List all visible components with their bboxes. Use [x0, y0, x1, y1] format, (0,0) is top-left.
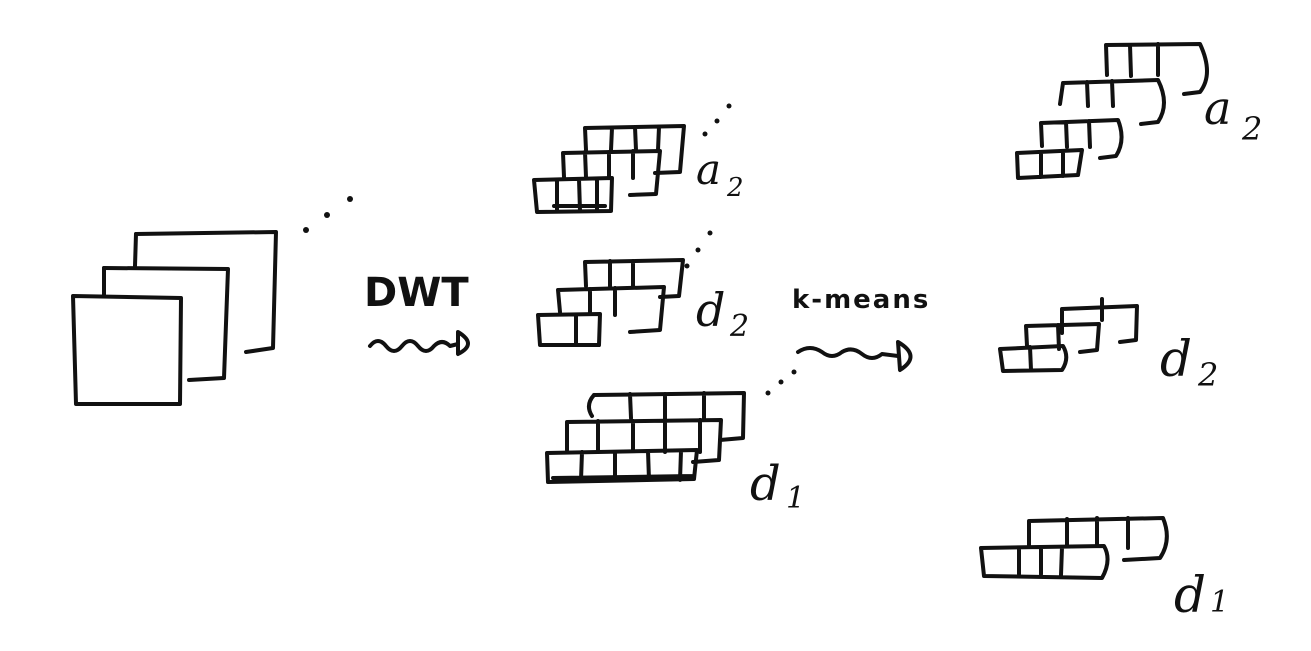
kmeans-arrowhead [896, 340, 913, 372]
clustered-a2-row-3 [1039, 118, 1124, 160]
clustered-d2-stack: d 2 [998, 297, 1218, 394]
input-frame-back [134, 230, 278, 354]
clustered-d1-row-front [979, 544, 1110, 580]
dwt-arrowhead [456, 330, 470, 356]
a2-subscript: 2 [726, 173, 744, 203]
clustered-a2-row-4 [1015, 148, 1084, 180]
dwt-label: DWT [364, 270, 469, 316]
clustered-a2-subscript: 2 [1241, 110, 1262, 148]
input-ellipsis [303, 196, 353, 233]
clustered-d2-row-front [998, 344, 1069, 373]
clustered-d1-label: d [1174, 566, 1206, 624]
d1-row-front [545, 448, 699, 484]
a2-row-middle [561, 149, 662, 197]
a2-row-front [532, 176, 614, 214]
a2-row-back [583, 124, 686, 175]
clustered-d2-label: d [1160, 330, 1192, 388]
kmeans-label: k-means [792, 285, 930, 315]
d2-row-back [583, 258, 685, 299]
clustered-d2-row-back [1060, 297, 1139, 344]
input-frame-middle [102, 266, 230, 382]
kmeans-arrow: k-means [792, 285, 930, 372]
d1-row-back [587, 391, 746, 442]
dwt-arrow: DWT [364, 270, 470, 356]
d2-row-front [536, 312, 602, 347]
input-frame-stack [71, 230, 278, 406]
d2-ellipsis [684, 230, 713, 269]
dwt-squiggle [368, 339, 460, 353]
d1-ellipsis [765, 369, 797, 396]
kmeans-squiggle [796, 346, 900, 360]
d2-coefficient-stack: d 2 [536, 230, 749, 347]
clustered-d1-stack: d 1 [979, 516, 1229, 624]
a2-label: a [696, 145, 721, 194]
clustered-a2-row-1 [1104, 42, 1209, 96]
d2-label: d [696, 283, 725, 337]
clustered-a2-stack: a 2 [1015, 42, 1262, 180]
input-frame-back-edge [133, 232, 138, 268]
clustered-d1-subscript: 1 [1210, 585, 1229, 620]
d1-row-middle [565, 418, 723, 464]
clustered-a2-row-2 [1058, 78, 1166, 126]
d2-row-middle [556, 285, 666, 334]
clustered-d2-subscript: 2 [1197, 356, 1218, 394]
d2-subscript: 2 [729, 309, 749, 344]
clustered-d1-row-back [1027, 516, 1169, 562]
a2-ellipsis [702, 103, 732, 137]
d1-coefficient-stack: d 1 [545, 369, 805, 516]
d1-subscript: 1 [786, 481, 805, 516]
clustered-a2-label: a [1204, 81, 1231, 135]
input-frame-front [71, 294, 183, 406]
a2-coefficient-stack: a 2 [532, 103, 744, 214]
d1-label: d [750, 456, 781, 512]
